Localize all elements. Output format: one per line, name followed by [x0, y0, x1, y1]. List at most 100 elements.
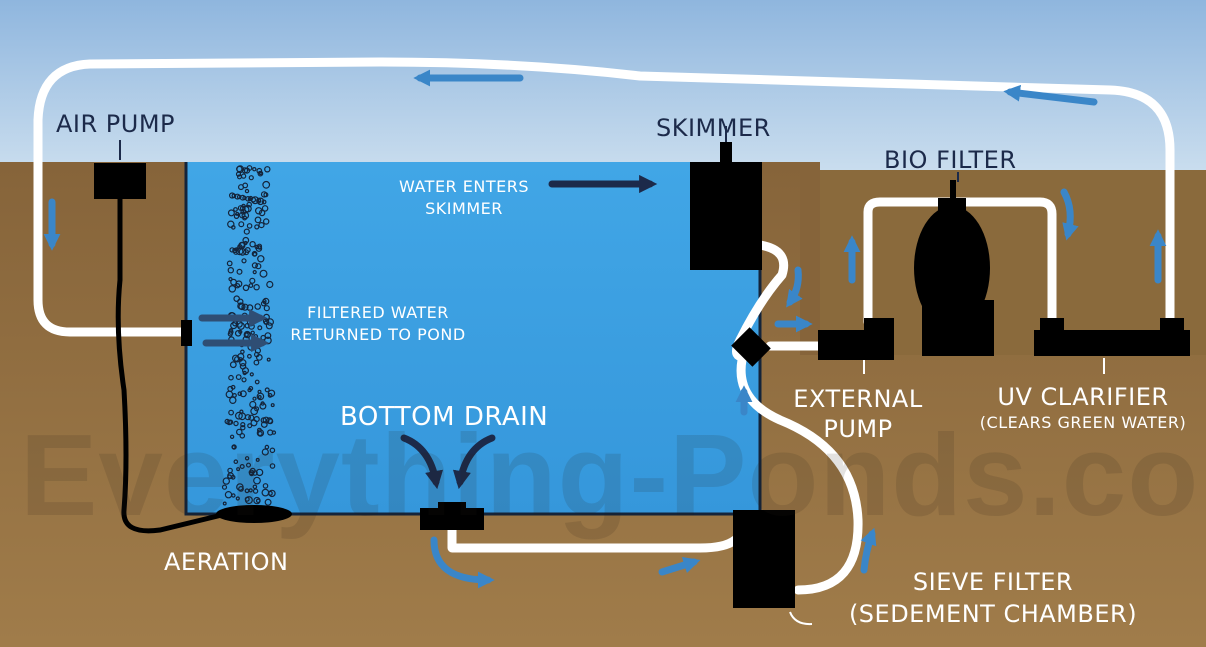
bubble — [270, 403, 275, 408]
bubble — [252, 270, 257, 275]
bubble — [230, 384, 236, 390]
flow-arrow — [658, 556, 701, 576]
bubble — [229, 361, 237, 369]
bottom-drain-icon — [420, 502, 484, 530]
bubble — [252, 396, 257, 401]
skimmer-icon — [690, 162, 762, 270]
bubble — [266, 417, 273, 425]
bubble — [262, 483, 269, 489]
bubble — [246, 462, 252, 468]
bubble — [256, 429, 265, 437]
bubble — [228, 374, 234, 381]
external-pump-line1: EXTERNAL — [793, 385, 923, 413]
bubble — [227, 472, 235, 480]
bubble — [244, 188, 250, 194]
aeration-label: AERATION — [164, 548, 289, 576]
bubble — [253, 284, 260, 291]
bubble — [239, 409, 244, 414]
bubble — [236, 268, 243, 275]
bubble — [244, 331, 251, 339]
sieve-filter-icon — [733, 510, 795, 608]
bubble — [252, 166, 257, 172]
drain-to-sieve-pipe — [447, 520, 740, 553]
bubble — [226, 260, 233, 267]
bubble — [264, 387, 270, 393]
bubble — [256, 197, 265, 206]
return-pipe — [33, 57, 1175, 337]
bubble — [239, 390, 247, 398]
bubble — [250, 407, 259, 416]
bubble — [225, 390, 234, 399]
bubble — [235, 496, 240, 501]
bubble — [235, 374, 242, 381]
skimmer-lid-icon — [720, 142, 732, 164]
water-enters-line2: SKIMMER — [425, 199, 503, 218]
bubble — [260, 300, 267, 307]
bubble — [246, 201, 253, 208]
bubble — [228, 409, 235, 416]
flow-arrow — [1060, 188, 1079, 241]
bubble — [228, 284, 237, 293]
bubble — [259, 269, 268, 278]
bubble — [241, 258, 247, 264]
bubble — [240, 425, 246, 431]
bubble — [239, 464, 245, 470]
bubble — [238, 211, 246, 219]
bubble — [239, 194, 246, 201]
bubble — [249, 372, 254, 377]
bubble — [258, 171, 263, 176]
bubble — [256, 392, 265, 401]
bubble — [238, 329, 243, 334]
bubble — [253, 476, 261, 485]
bubble — [261, 205, 269, 212]
air-pump-icon — [94, 163, 146, 199]
bubble — [238, 248, 247, 256]
bubble — [249, 467, 256, 474]
bubble — [249, 277, 256, 284]
bubble — [260, 421, 268, 428]
bubble — [233, 213, 240, 219]
bubble — [266, 280, 274, 289]
bubble — [239, 432, 246, 439]
bubble — [241, 303, 249, 311]
bubble — [253, 359, 260, 366]
drain-arrow — [400, 434, 444, 490]
bubble — [269, 447, 276, 454]
bubble — [255, 263, 262, 270]
bubble — [248, 386, 254, 391]
bubble — [255, 354, 263, 361]
bubble — [238, 486, 244, 492]
air-hose — [115, 195, 229, 534]
bubble — [244, 456, 250, 461]
bubble — [236, 467, 241, 472]
sieve-filter-label: SIEVE FILTER (SEDEMENT CHAMBER) — [818, 566, 1168, 630]
sieve-filter-line1: SIEVE FILTER — [912, 568, 1074, 596]
bubble — [254, 406, 260, 412]
bubble — [238, 221, 245, 228]
bubble — [239, 362, 247, 370]
bubble — [248, 414, 255, 421]
bubble — [236, 165, 245, 174]
flow-arrow — [1003, 84, 1098, 106]
bubble — [234, 411, 243, 420]
bubble — [237, 298, 244, 305]
bubble — [263, 218, 270, 225]
soil-upper-right — [800, 162, 820, 355]
bubble — [244, 488, 250, 494]
bubble — [252, 488, 259, 494]
bubble — [269, 463, 276, 469]
bubble — [242, 370, 247, 376]
bubble — [234, 283, 241, 289]
water-enters-label: WATER ENTERS SKIMMER — [384, 176, 544, 220]
bubble — [229, 434, 235, 439]
bubble — [228, 419, 234, 425]
bubble — [227, 267, 234, 274]
flow-arrow — [430, 536, 495, 589]
sieve-filter-line2: (SEDEMENT CHAMBER) — [848, 600, 1138, 628]
bubble — [227, 209, 235, 217]
filtered-water-line1: FILTERED WATER — [307, 303, 449, 322]
bubble — [262, 180, 271, 189]
bubble — [249, 240, 256, 248]
bubble — [228, 328, 234, 333]
